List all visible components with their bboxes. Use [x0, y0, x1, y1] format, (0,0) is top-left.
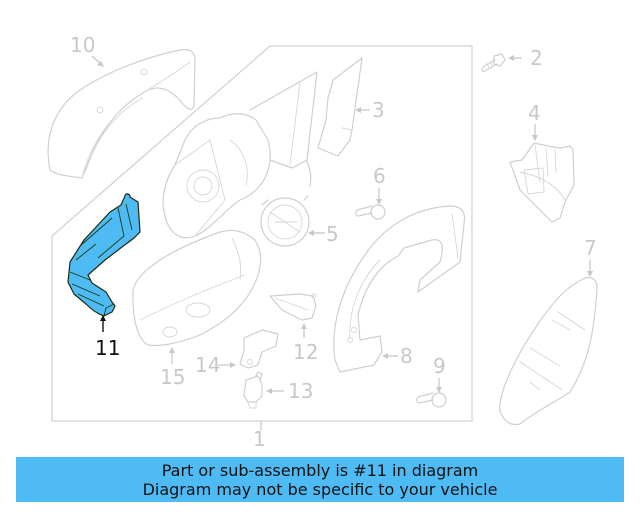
callout-3[interactable]: 3 [372, 98, 385, 122]
part-8-frame-trim[interactable] [333, 205, 466, 373]
callout-5[interactable]: 5 [326, 222, 339, 246]
part-9-screw[interactable] [416, 392, 447, 408]
arrowhead-icon [587, 271, 593, 277]
arrowhead-icon [376, 199, 382, 205]
arrowhead-icon [382, 353, 388, 359]
arrowhead-icon [169, 347, 175, 353]
callout-7[interactable]: 7 [584, 236, 597, 260]
arrowhead-icon [436, 387, 442, 393]
assembly-frame [51, 45, 473, 422]
mirror-base-housing [162, 71, 318, 239]
part-6-screw[interactable] [355, 204, 386, 220]
arrowhead-icon [308, 230, 314, 236]
banner-part-note: Part or sub-assembly is #11 in diagram [161, 460, 479, 480]
arrowhead-icon [230, 362, 236, 368]
callout-6[interactable]: 6 [373, 164, 386, 188]
callout-9[interactable]: 9 [433, 354, 446, 378]
part-3-mirror-plate[interactable] [317, 57, 363, 157]
part-13-socket[interactable] [243, 371, 263, 409]
callout-4[interactable]: 4 [528, 101, 541, 125]
part-15-housing-cover[interactable] [132, 229, 262, 347]
part-4-clip[interactable] [509, 142, 575, 223]
callout-11[interactable]: 11 [95, 336, 120, 360]
callout-10[interactable]: 10 [70, 33, 95, 57]
arrowhead-icon [266, 388, 272, 394]
banner-disclaimer: Diagram may not be specific to your vehi… [142, 479, 498, 499]
part-7-mirror-glass[interactable] [499, 276, 598, 426]
part-5-mirror-motor[interactable] [260, 195, 310, 247]
part-12-turn-signal-lamp[interactable] [269, 293, 317, 321]
part-11-highlighted-housing[interactable] [67, 193, 141, 317]
arrowhead-icon [100, 315, 106, 321]
part-10-mirror-cover[interactable] [47, 48, 196, 179]
arrowhead-icon [508, 55, 514, 61]
part-2-bolt[interactable] [481, 53, 506, 73]
callout-2[interactable]: 2 [530, 46, 543, 70]
info-banner: Part or sub-assembly is #11 in diagram D… [16, 457, 624, 502]
callout-12[interactable]: 12 [293, 340, 318, 364]
arrowhead-icon [355, 107, 361, 113]
part-14-bracket[interactable] [239, 329, 279, 369]
callout-15[interactable]: 15 [160, 365, 185, 389]
callout-1[interactable]: 1 [253, 427, 266, 451]
callout-14[interactable]: 14 [195, 353, 220, 377]
arrowhead-icon [532, 135, 538, 141]
arrowhead-icon [97, 61, 104, 67]
callout-8[interactable]: 8 [400, 344, 413, 368]
arrowhead-icon [301, 323, 307, 329]
callout-13[interactable]: 13 [288, 379, 313, 403]
